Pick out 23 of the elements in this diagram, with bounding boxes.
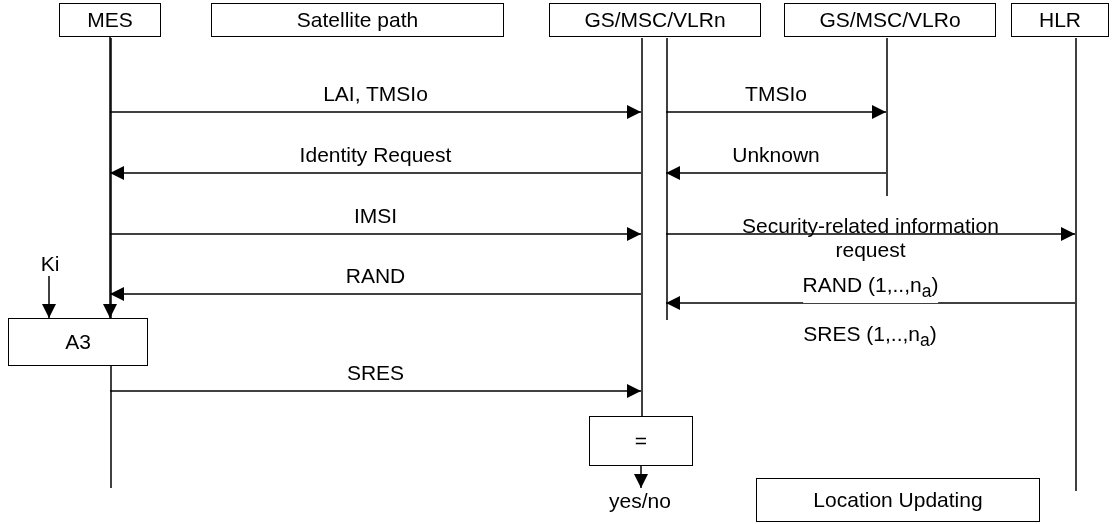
arrow [109, 227, 642, 241]
edge-label: Security-related information request [741, 214, 1000, 262]
arrow [109, 166, 642, 180]
participant-label: MES [87, 8, 133, 32]
process-box: A3 [8, 318, 148, 366]
lifeline-header: Satellite path [211, 3, 504, 37]
input-label: Ki [30, 252, 70, 276]
arrow [665, 296, 1076, 310]
arrow [665, 166, 887, 180]
arrow [109, 287, 642, 301]
comparison-box: = [589, 416, 693, 466]
participant-label: GS/MSC/VLRn [584, 8, 726, 32]
output-label: yes/no [595, 488, 685, 514]
arrow [109, 384, 642, 398]
arrow [109, 105, 642, 119]
arrow [665, 105, 887, 119]
arrow [42, 275, 56, 319]
participant-label: GS/MSC/VLRo [819, 8, 961, 32]
arrow [103, 36, 117, 319]
participant-label: HLR [1039, 8, 1081, 32]
arrow [634, 465, 648, 489]
arrow [665, 227, 1076, 241]
process-box: Location Updating [756, 478, 1040, 522]
